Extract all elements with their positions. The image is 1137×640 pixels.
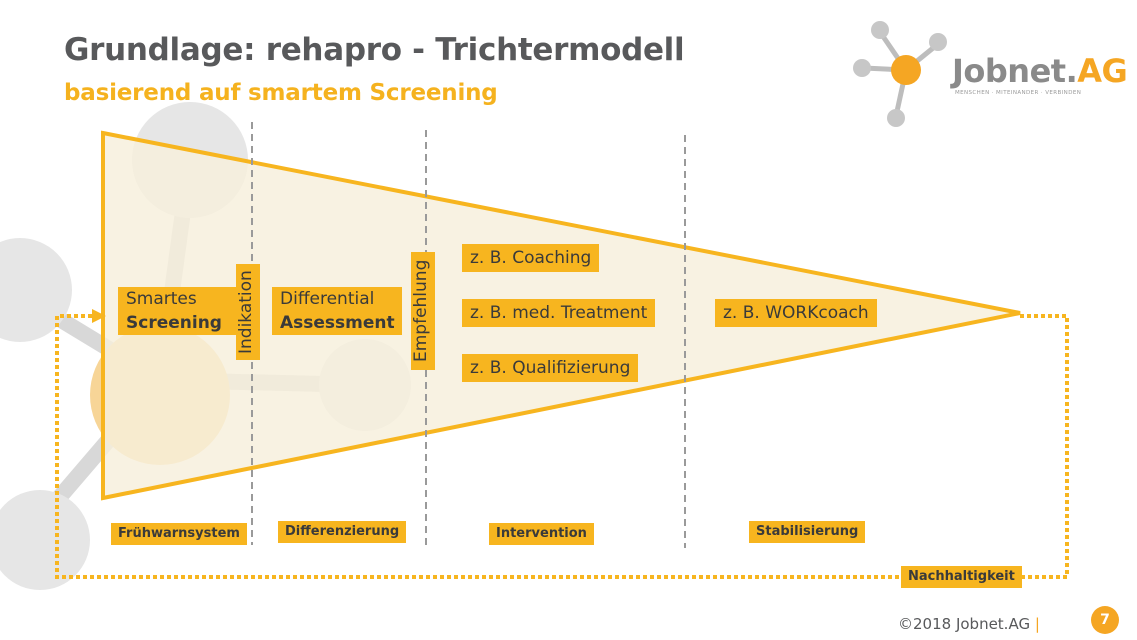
stage-smartes-screening: Smartes Screening [118, 287, 240, 335]
logo-name-main: Jobnet. [952, 52, 1078, 90]
stage-workcoach: z. B. WORKcoach [715, 299, 877, 327]
loop-arrowhead [92, 309, 106, 323]
label-nachhaltigkeit: Nachhaltigkeit [901, 566, 1022, 588]
stage-differential-assessment-line2: Assessment [280, 313, 395, 333]
stage-smartes-screening-line1: Smartes [126, 289, 197, 309]
phase-intervention: Intervention [489, 523, 594, 545]
page-subtitle: basierend auf smartem Screening [64, 80, 498, 106]
sustainability-loop [55, 314, 1069, 579]
label-indikation: Indikation [236, 264, 260, 360]
footer-copyright: ©2018 Jobnet.AG | [898, 615, 1040, 633]
copyright-text: ©2018 Jobnet.AG [898, 615, 1031, 633]
phase-differenzierung: Differenzierung [278, 521, 407, 543]
stage-differential-assessment: Differential Assessment [272, 287, 402, 335]
logo-wordmark: Jobnet.AG [952, 52, 1128, 90]
footer-separator: | [1034, 615, 1040, 633]
stage-smartes-screening-line2: Screening [126, 313, 222, 333]
label-empfehlung: Empfehlung [411, 252, 435, 370]
logo-name-accent: AG [1077, 52, 1128, 90]
phase-stabilisierung: Stabilisierung [749, 521, 866, 543]
page-title: Grundlage: rehapro - Trichtermodell [64, 32, 685, 68]
logo-icon [853, 21, 947, 127]
stage-differential-assessment-line1: Differential [280, 289, 375, 309]
logo-tagline: MENSCHEN · MITEINANDER · VERBINDEN [955, 90, 1082, 96]
intervention-med-treatment: z. B. med. Treatment [462, 299, 656, 327]
phase-fruehwarnsystem: Frühwarnsystem [111, 523, 247, 545]
page-number-badge: 7 [1091, 606, 1119, 634]
intervention-coaching: z. B. Coaching [462, 244, 600, 272]
intervention-qualifizierung: z. B. Qualifizierung [462, 354, 639, 382]
